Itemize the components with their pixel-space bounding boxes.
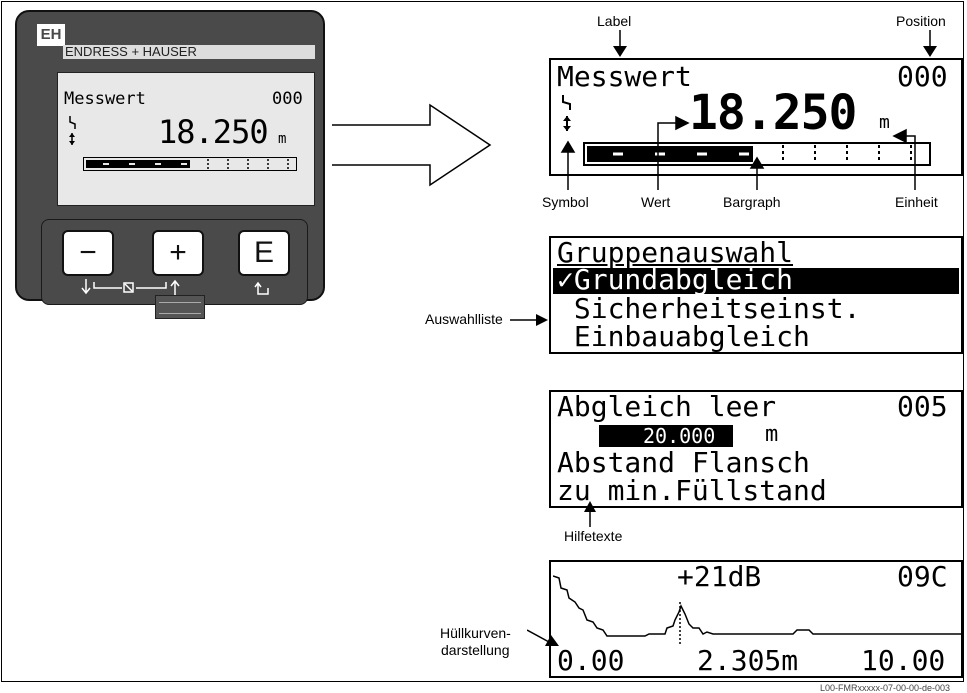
display-measured-value: Messwert 000 18.250 m	[549, 58, 963, 176]
hilfetexte-arrow-icon	[584, 501, 596, 527]
huellkurven-arrow-icon	[527, 629, 559, 646]
display2-highlight	[553, 268, 959, 294]
display2-line-option[interactable]: Einbauabgleich	[557, 320, 810, 353]
callout-position: Position	[896, 13, 946, 29]
figure-code: L00-FMRxxxxx-07-00-00-de-003	[820, 683, 951, 693]
auswahlliste-arrow-icon	[510, 314, 548, 326]
display1-position: 000	[897, 60, 948, 93]
device-status-icon	[69, 116, 76, 145]
display-selection-list: Gruppenauswahl ✓Grundabgleich Sicherheit…	[549, 236, 963, 354]
display4-x-max: 10.00	[861, 644, 946, 677]
display4-x-min: 0.00	[557, 644, 625, 677]
device-bargraph	[83, 157, 297, 171]
brand-logo: EH	[37, 24, 65, 46]
display-envelope-curve: +21dB 09C 0.00 2.305m 10.00	[549, 560, 963, 678]
device-screen-unit: m	[278, 131, 287, 147]
display2-line-selected[interactable]: ✓Grundabgleich	[557, 263, 794, 296]
display4-gain: +21dB	[677, 560, 762, 593]
display3-value-field[interactable]	[599, 425, 733, 447]
device-mount	[155, 295, 205, 319]
display4-x-mid: 2.305m	[697, 644, 799, 677]
display3-title: Abgleich leer	[557, 390, 777, 423]
device-housing: EH ENDRESS + HAUSER Messwert 000 18.250 …	[15, 10, 325, 305]
display1-label: Messwert	[557, 60, 692, 93]
callout-huellkurven-line2: darstellung	[441, 642, 510, 658]
callout-label: Label	[597, 13, 632, 29]
display1-unit: m	[879, 112, 890, 133]
display1-value: 18.250	[689, 85, 857, 141]
display1-callout-arrows	[560, 115, 916, 190]
callout-symbol: Symbol	[542, 194, 589, 210]
callout-hilfetexte: Hilfetexte	[564, 528, 623, 544]
minus-key[interactable]: −	[62, 230, 114, 276]
brand-name: ENDRESS + HAUSER	[63, 45, 315, 59]
display4-position: 09C	[897, 560, 948, 593]
right-arrow-icon	[332, 103, 492, 187]
keypad: − + E	[41, 219, 308, 305]
callout-auswahlliste: Auswahlliste	[425, 311, 503, 327]
device-screen: Messwert 000 18.250 m	[57, 72, 315, 206]
display3-value: 20.000	[643, 424, 716, 448]
display2-line-option[interactable]: Sicherheitseinst.	[557, 292, 861, 325]
display-adjustment: Abgleich leer 005 20.000 m Abstand Flans…	[549, 390, 963, 508]
display3-position: 005	[897, 390, 948, 423]
key-combination-icons	[81, 279, 269, 296]
callout-huellkurven-line1: Hüllkurven-	[440, 625, 511, 641]
display3-help-line1: Abstand Flansch	[557, 446, 810, 479]
status-symbol-icon	[562, 95, 571, 131]
device-screen-label: Messwert	[64, 89, 146, 109]
device-screen-position: 000	[272, 89, 303, 109]
enter-key[interactable]: E	[238, 230, 290, 276]
callout-einheit: Einheit	[895, 194, 938, 210]
plus-key[interactable]: +	[152, 230, 204, 276]
display3-unit: m	[765, 422, 779, 447]
envelope-curve-plot	[553, 575, 961, 644]
device-screen-value: 18.250	[158, 113, 269, 151]
display3-help-line2: zu min.Füllstand	[557, 474, 827, 507]
callout-wert: Wert	[641, 194, 671, 210]
top-callout-arrows	[613, 30, 937, 57]
figure-frame	[1, 1, 964, 682]
callout-bargraph: Bargraph	[723, 194, 781, 210]
display2-line-title: Gruppenauswahl	[557, 236, 794, 269]
